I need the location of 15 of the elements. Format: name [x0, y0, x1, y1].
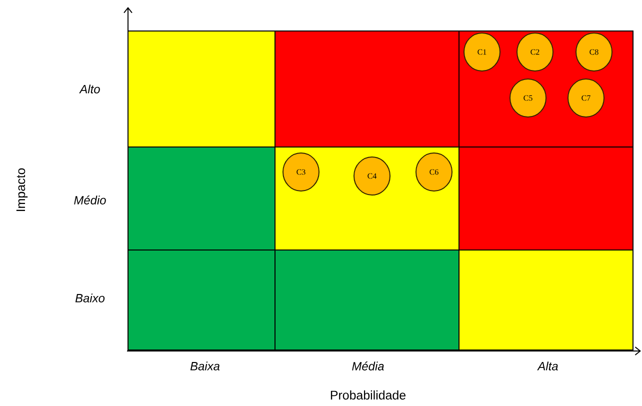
- column-label: Baixa: [190, 362, 220, 370]
- matrix-cell: [458, 250, 634, 350]
- axis-title: Impacto: [16, 168, 28, 211]
- column-label: Média: [352, 362, 384, 370]
- axis-title: Probabilidade: [330, 390, 406, 400]
- matrix-cell: [128, 250, 276, 350]
- row-label: Médio: [74, 196, 106, 204]
- matrix-cell: [128, 146, 276, 250]
- matrix-cell: [274, 250, 460, 350]
- column-label: Alta: [537, 362, 558, 370]
- matrix-cell: [274, 30, 460, 148]
- matrix-cell: [458, 146, 634, 250]
- row-label: Baixo: [75, 294, 105, 302]
- row-label: Alto: [79, 84, 100, 94]
- matrix-cell: [128, 30, 276, 148]
